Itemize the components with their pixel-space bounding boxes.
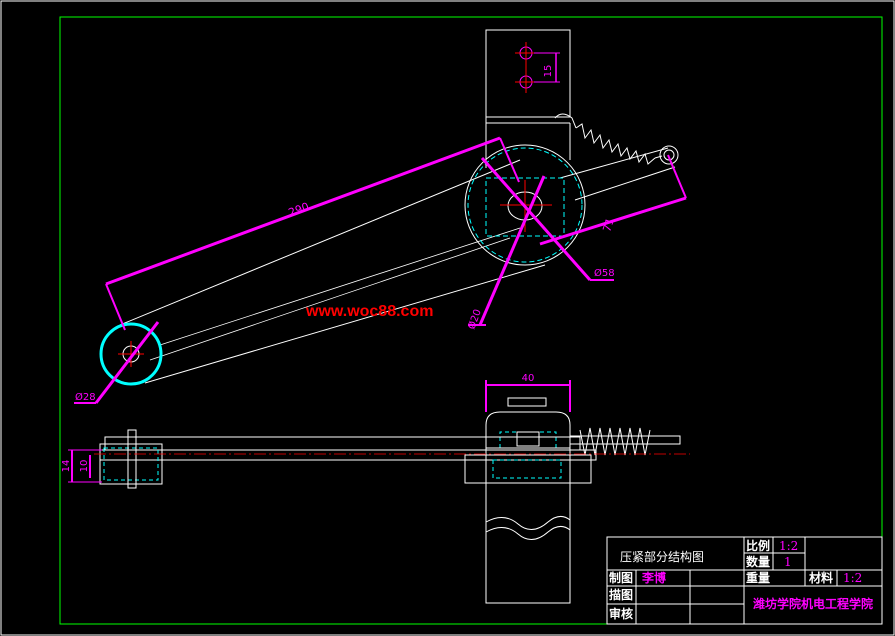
arm-mid-edge-1 (159, 227, 521, 346)
spring-eye (659, 145, 679, 165)
dim-290-ext1 (105, 283, 126, 331)
hole-spacing-label: 15 (543, 65, 554, 78)
dim-290-line (105, 136, 501, 286)
arm-lower-edge (144, 264, 546, 384)
dim-290-label: 290 (287, 200, 311, 219)
drawn-value: 李博 (641, 570, 666, 585)
traced-label: 描图 (609, 587, 633, 602)
dia-58-leader (480, 157, 592, 281)
front-view: 15 290 71 (74, 29, 687, 404)
dia-20-leader (478, 175, 546, 326)
clamp-top-cap (507, 397, 547, 407)
plate-flange (464, 454, 592, 484)
plate-lower (485, 447, 571, 604)
scale-label: 比例 (746, 538, 770, 553)
tension-spring (575, 123, 656, 165)
material-label: 材料 (808, 570, 833, 585)
dim-71-ext (667, 154, 687, 199)
roller-outer (99, 322, 163, 386)
break-line-2 (485, 526, 571, 540)
dia-28-label: Ø28 (75, 391, 96, 403)
roller-pin (127, 429, 137, 489)
scale-value: 1:2 (779, 539, 798, 553)
arm-mid-edge-2 (149, 237, 511, 361)
spring-eye-inner (663, 149, 675, 161)
title-block: 压紧部分结构图 比例 1:2 数量 1 重量 材料 1:2 制图 李博 描图 审… (606, 536, 883, 625)
quantity-value: 1 (784, 555, 792, 569)
spring-arm-upper (559, 147, 669, 179)
dim-40-label: 40 (522, 373, 535, 384)
dim-14-label: 14 (61, 460, 72, 473)
dim-71-line (539, 196, 687, 246)
drawing-title: 压紧部分结构图 (620, 549, 704, 564)
school-name: 潍坊学院机电工程学院 (752, 596, 873, 611)
clamp-nut (516, 431, 540, 447)
top-view: 40 14 10 (61, 373, 690, 604)
dia-58-label: Ø58 (594, 267, 615, 279)
pressure-disc-hidden (467, 147, 583, 263)
quantity-label: 数量 (746, 554, 770, 569)
roller-side-hidden (103, 447, 159, 481)
inner-border (59, 16, 883, 625)
break-line (485, 516, 571, 530)
weight-label: 重量 (746, 570, 770, 585)
dim-10-label: 10 (79, 460, 90, 473)
dim-71-label: 71 (600, 216, 617, 233)
arm-upper-edge (119, 159, 521, 326)
checked-label: 审核 (609, 606, 633, 621)
spring-tail (654, 155, 663, 159)
dim-290-ext2 (499, 137, 520, 183)
material-value: 1:2 (843, 571, 862, 585)
spring-arm-lower (574, 166, 676, 201)
watermark: www.woc88.com (305, 303, 433, 320)
plate-flange-hidden (492, 459, 562, 479)
compression-spring (579, 427, 651, 456)
disc-hub-hidden (485, 177, 565, 237)
drawn-label: 制图 (609, 570, 633, 585)
pressure-disc (464, 144, 586, 266)
spring-anchor (554, 113, 577, 129)
clamp-block (485, 411, 571, 448)
roller-side (99, 443, 163, 485)
dia-28-leader (94, 321, 160, 404)
spring-bracket (569, 435, 681, 445)
